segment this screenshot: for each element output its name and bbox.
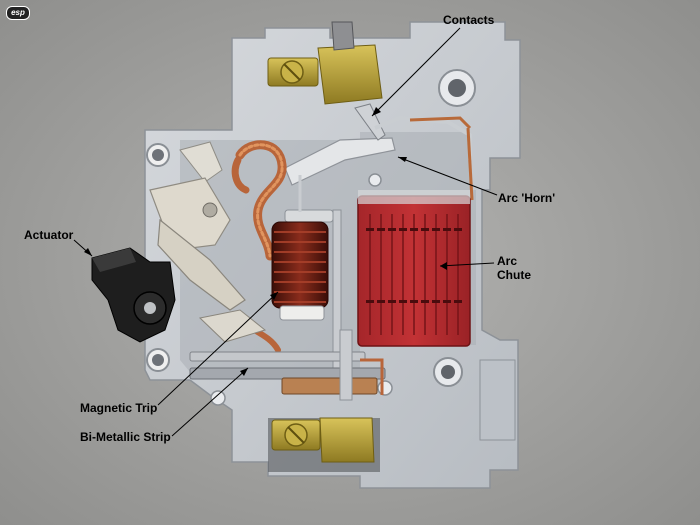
top-terminal bbox=[267, 21, 383, 105]
pointer-lines bbox=[73, 27, 498, 437]
label-magnetic-trip: Magnetic Trip bbox=[80, 401, 158, 415]
bimetallic-pointer-line bbox=[171, 367, 249, 437]
label-contacts: Contacts bbox=[443, 13, 495, 27]
label-arc-horn: Arc 'Horn' bbox=[498, 191, 556, 205]
label-actuator: Actuator bbox=[24, 228, 74, 242]
actuator-lever bbox=[91, 247, 176, 343]
contact-arm bbox=[284, 103, 474, 201]
bottom-terminal bbox=[268, 417, 380, 472]
contacts-pointer-line bbox=[371, 27, 461, 117]
label-arc-chute-line1: Arc bbox=[497, 254, 518, 268]
esp-logo: esp bbox=[6, 6, 30, 20]
arc-chute bbox=[357, 190, 471, 347]
label-arc-chute-line2: Chute bbox=[497, 268, 531, 282]
latch-mechanism bbox=[149, 141, 267, 343]
bimetallic-strip bbox=[189, 329, 386, 401]
label-bimetallic-strip: Bi-Metallic Strip bbox=[80, 430, 171, 444]
arc-chute-pointer-line bbox=[439, 262, 495, 267]
magnetic-trip-coil bbox=[271, 175, 342, 371]
pointer-arrowheads bbox=[84, 107, 447, 376]
magnetic-trip-pointer-line bbox=[157, 291, 279, 406]
arc-horn-pointer-line bbox=[397, 156, 498, 196]
